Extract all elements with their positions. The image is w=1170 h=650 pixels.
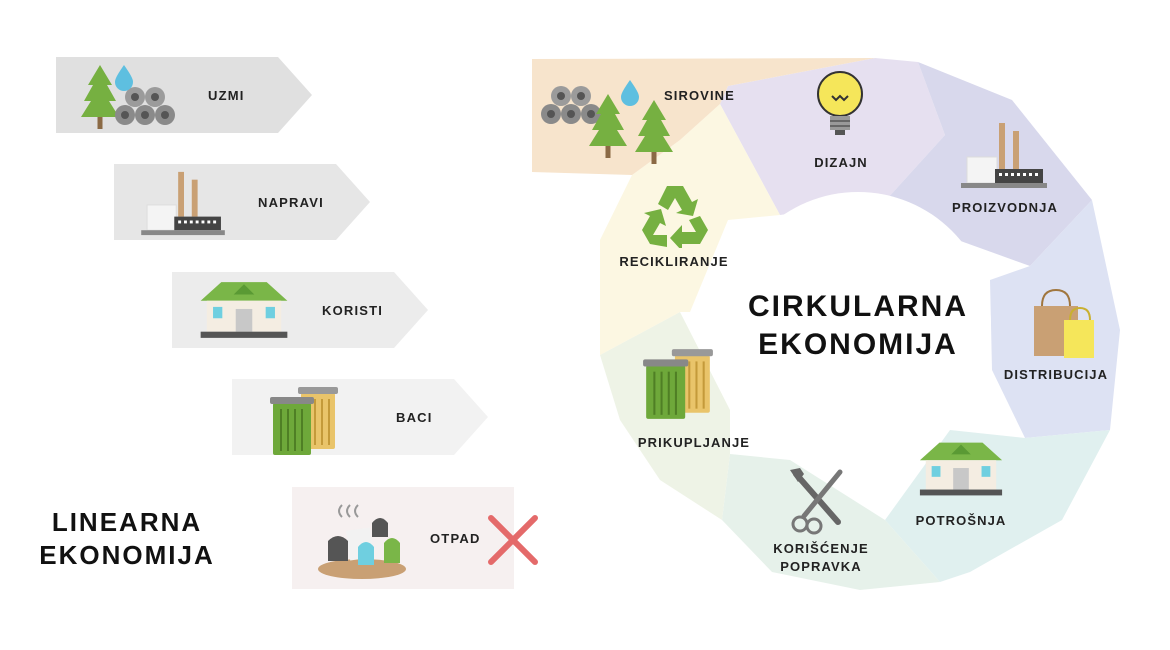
stage-label-dizajn: DIZAJN bbox=[814, 155, 868, 170]
factory-icon bbox=[960, 122, 1048, 189]
stage-label-recikliranje: RECIKLIRANJE bbox=[619, 254, 729, 269]
ring-segment-recikliranje bbox=[600, 104, 780, 355]
linear-economy-title: LINEARNA EKONOMIJA bbox=[39, 507, 215, 570]
stage-label-sirovine: SIROVINE bbox=[664, 88, 735, 103]
stage-label-prikupljanje: PRIKUPLJANJE bbox=[637, 435, 751, 450]
linear-step-otpad: OTPAD bbox=[292, 487, 514, 589]
red-x-icon bbox=[488, 515, 538, 565]
house-icon bbox=[919, 442, 1003, 496]
shopping-bags-icon bbox=[1034, 288, 1094, 358]
linear-step-uzmi: UZMI bbox=[56, 57, 312, 133]
linear-step-napravi: NAPRAVI bbox=[114, 164, 370, 240]
stage-label-koriscenje-popravka: KORIŠĆENJE POPRAVKA bbox=[773, 541, 869, 574]
lightbulb-icon bbox=[817, 71, 863, 135]
step-label: NAPRAVI bbox=[258, 194, 324, 210]
linear-step-baci: BACI bbox=[232, 379, 488, 456]
step-label: KORISTI bbox=[322, 302, 384, 318]
ring-segment-koriscenje bbox=[722, 454, 940, 590]
recycle-icon bbox=[642, 186, 708, 248]
repair-tools-icon bbox=[790, 468, 843, 535]
circular-economy-title: CIRKULARNA EKONOMIJA bbox=[748, 290, 968, 361]
stage-label-distribucija: DISTRIBUCIJA bbox=[1003, 367, 1109, 382]
stage-label-proizvodnja: PROIZVODNJA bbox=[951, 200, 1058, 215]
garbage-pile-icon bbox=[318, 504, 406, 579]
trash-bins-icon bbox=[642, 348, 714, 420]
linear-step-koristi: KORISTI bbox=[172, 272, 428, 348]
step-label: BACI bbox=[396, 409, 433, 425]
ring-segment-dizajn bbox=[720, 58, 945, 215]
step-label: OTPAD bbox=[430, 530, 481, 546]
stage-label-potrosnja: POTROŠNJA bbox=[915, 513, 1007, 528]
raw-materials-icon bbox=[541, 80, 673, 164]
step-label: UZMI bbox=[208, 87, 245, 103]
ring-center bbox=[725, 192, 991, 458]
